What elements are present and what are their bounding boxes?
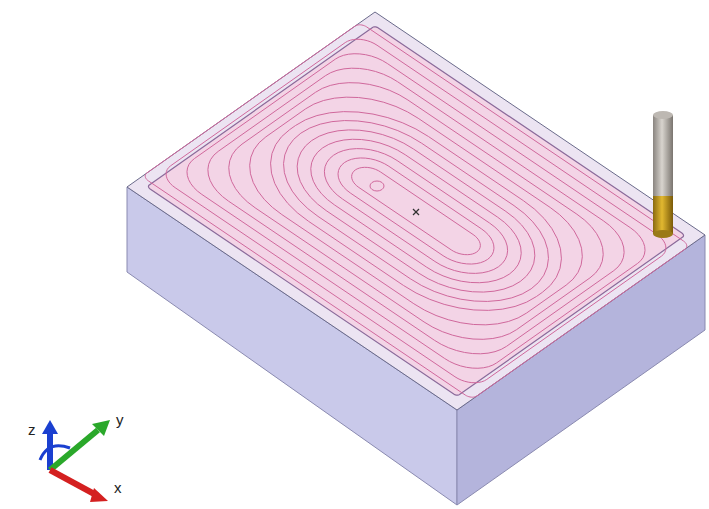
toolpath-loop [352, 167, 481, 254]
end-mill-tool [653, 111, 673, 238]
toolpath-loop [208, 68, 624, 354]
toolpath-loop [338, 158, 494, 264]
toolpath-start [370, 181, 384, 191]
toolpath-loop [311, 139, 521, 282]
axis-label: z [28, 422, 36, 437]
axis-label: y [116, 412, 124, 427]
toolpath-loop [145, 25, 687, 397]
axis-triad [40, 420, 110, 502]
toolpath-loop [324, 149, 507, 274]
toolpath-loop [250, 97, 583, 325]
toolpath-loop [271, 112, 562, 311]
toolpath-loop [166, 39, 666, 382]
toolpath-spiral [145, 25, 687, 397]
toolpath-loop [229, 83, 603, 340]
toolpath-loop [297, 130, 535, 292]
toolpath-loop [148, 27, 683, 395]
toolpath-loop [187, 54, 645, 369]
block-top-face [127, 12, 705, 410]
center-marker [413, 209, 419, 215]
axis-label: x [114, 480, 122, 495]
toolpath-loop [284, 121, 549, 302]
